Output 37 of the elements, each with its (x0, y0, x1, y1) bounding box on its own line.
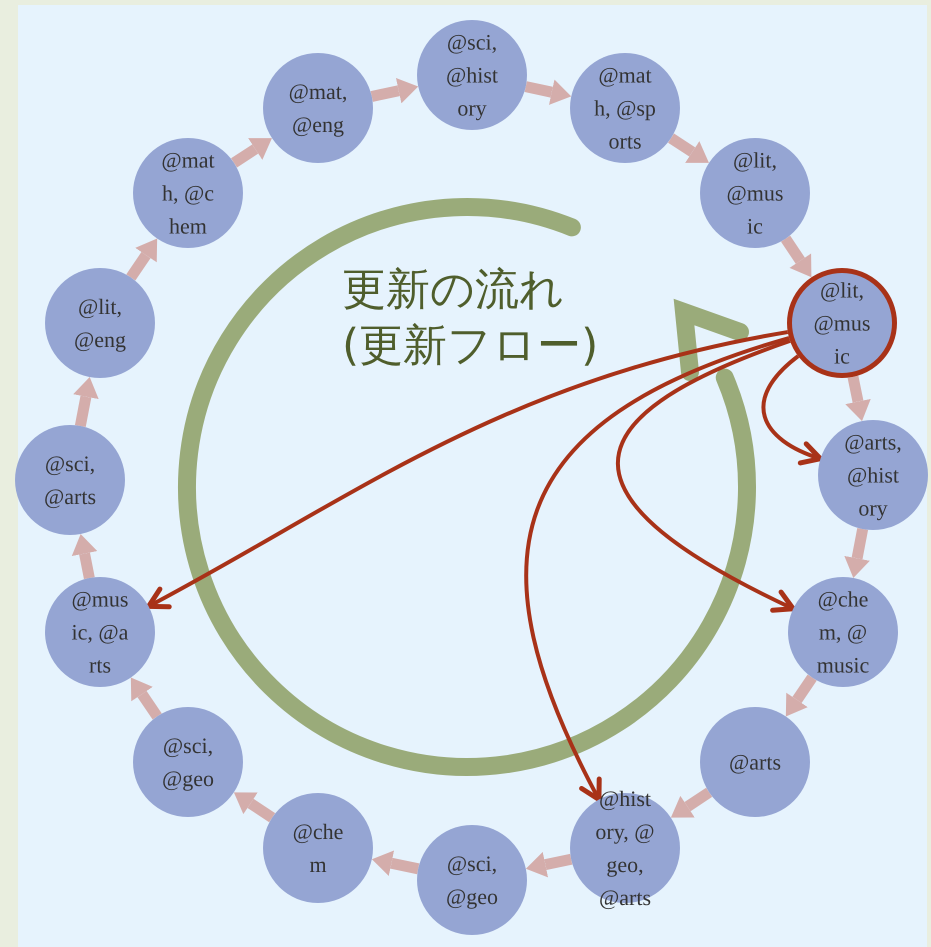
topic-label: @music, @arts (70, 586, 130, 680)
topic-label: @math, @chem (160, 146, 216, 240)
topic-label: @sci, @history (444, 28, 500, 122)
arrow (73, 377, 99, 427)
arrow (845, 376, 871, 422)
topic-label: @mat, @eng (288, 78, 348, 139)
arrow (670, 788, 712, 818)
arrow (844, 528, 870, 578)
flow-title: 更新の流れ(更新フロー) (342, 263, 600, 373)
arrow (524, 79, 572, 105)
arrow (130, 678, 162, 720)
topic-label: @math, @sports (594, 62, 656, 156)
arrow (616, 339, 796, 612)
arrow (668, 134, 709, 163)
arrow (526, 852, 572, 878)
topic-label: @lit, @eng (72, 293, 128, 354)
arrow (72, 534, 98, 580)
topic-label: @sci, @arts (42, 450, 98, 511)
arrow (786, 674, 817, 716)
topic-label: @chem (292, 818, 344, 879)
arrow (781, 236, 812, 278)
topic-label: @arts (728, 748, 782, 776)
topic-label: @history, @geo, @arts (594, 785, 656, 912)
topic-label: @sci, @geo (444, 850, 500, 911)
topic-label: @lit, @music (726, 146, 784, 240)
arrow (126, 238, 158, 281)
arrow (761, 354, 823, 465)
arrow (524, 336, 790, 802)
arrow (370, 78, 418, 104)
arrow (231, 138, 272, 168)
topic-label: @sci, @geo (160, 732, 216, 793)
topic-label: @chem, @music (816, 586, 870, 680)
arrow (146, 330, 788, 610)
arrow (234, 792, 276, 822)
topic-label: @arts, @history (843, 428, 903, 522)
arrow (372, 850, 420, 876)
topic-label: @lit, @music (812, 276, 872, 370)
